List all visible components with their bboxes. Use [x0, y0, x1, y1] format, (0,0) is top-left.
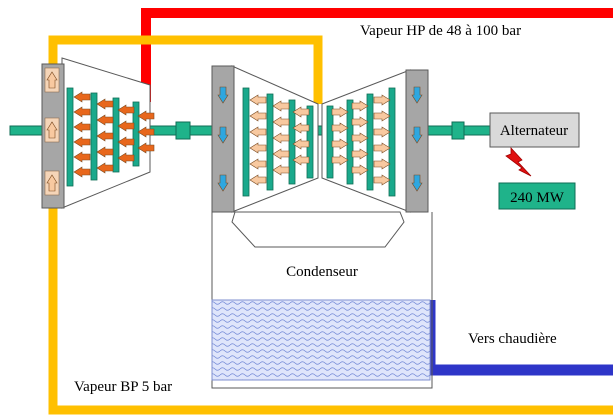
hp-steam-arrow: [137, 126, 155, 138]
lp-exhaust-arrow: [411, 86, 423, 104]
hp-turbine-blades: [44, 67, 155, 196]
condenser-water: [211, 299, 431, 381]
hp-blade: [132, 101, 140, 167]
hp-steam-arrow: [96, 146, 114, 158]
hp-steam-arrow: [96, 130, 114, 142]
lp-steam-arrow: [272, 148, 290, 160]
to-boiler-label: Vers chaudière: [468, 331, 557, 347]
lp-steam-arrow: [351, 148, 369, 160]
lp-blade: [366, 93, 374, 191]
hp-steam-arrow: [137, 110, 155, 122]
hp-inlet-arrow: [46, 174, 58, 192]
lp-steam-arrow: [373, 142, 391, 154]
hp-blade: [112, 97, 120, 173]
hp-steam-arrow: [117, 136, 135, 148]
alternator-label: Alternateur: [500, 123, 568, 139]
alternator: Alternateur: [489, 112, 580, 148]
power-output-box: [498, 182, 576, 210]
lp-turbine: [211, 65, 429, 213]
hp-steam-arrow: [73, 106, 91, 118]
hp-turbine: [41, 57, 155, 209]
power-output-label: 240 MW: [510, 190, 565, 206]
lp-steam-arrow: [373, 110, 391, 122]
lp-steam-arrow: [249, 142, 267, 154]
lp-exhaust-arrow: [217, 86, 229, 104]
lp-steam-arrow: [331, 122, 349, 134]
lp-steam-arrow: [292, 106, 310, 118]
lp-steam-arrow: [272, 100, 290, 112]
lp-exhaust-arrow: [411, 126, 423, 144]
hp-steam-arrow: [73, 91, 91, 103]
lp-exhaust-arrow: [217, 126, 229, 144]
hp-steam-arrow: [117, 104, 135, 116]
lp-steam-arrow: [331, 106, 349, 118]
lp-turbine-blades: [217, 86, 423, 197]
lp-steam-arrow: [249, 110, 267, 122]
hp-steam-arrow: [117, 152, 135, 164]
lp-steam-arrow: [351, 100, 369, 112]
lp-steam-arrow: [331, 154, 349, 166]
condenser: Condenseur: [211, 211, 433, 389]
lp-steam-arrow: [249, 158, 267, 170]
hp-steam-arrow: [96, 114, 114, 126]
bp-steam-pipe: [48, 35, 613, 415]
condenser-label: Condenseur: [286, 264, 358, 280]
hp-steam-label: Vapeur HP de 48 à 100 bar: [360, 23, 521, 39]
hp-blade: [66, 87, 74, 187]
lp-blade: [346, 99, 354, 185]
lp-steam-arrow: [292, 122, 310, 134]
hp-steam-arrow: [73, 151, 91, 163]
power-output: 240 MW: [498, 182, 576, 210]
lp-blade: [388, 87, 396, 197]
hp-steam-pipe: [141, 8, 613, 102]
lp-exhaust-arrow: [411, 174, 423, 192]
hp-inlet-arrow: [46, 71, 58, 89]
bp-steam-label: Vapeur BP 5 bar: [74, 379, 172, 395]
hp-steam-arrow: [73, 136, 91, 148]
hp-steam-arrow: [73, 121, 91, 133]
lp-steam-arrow: [331, 138, 349, 150]
lp-blade: [288, 99, 296, 185]
lp-steam-arrow: [292, 154, 310, 166]
lp-steam-arrow: [272, 116, 290, 128]
hp-blade: [90, 92, 98, 181]
lightning-icon: [505, 146, 532, 177]
lp-steam-arrow: [351, 132, 369, 144]
hp-steam-arrow: [96, 162, 114, 174]
hp-steam-arrow: [117, 120, 135, 132]
lp-blade: [266, 93, 274, 191]
lp-steam-arrow: [249, 94, 267, 106]
hp-steam-arrow: [137, 142, 155, 154]
lp-steam-arrow: [249, 126, 267, 138]
alternator-box: [489, 112, 580, 148]
lp-steam-arrow: [373, 126, 391, 138]
hp-steam-arrow: [73, 166, 91, 178]
hp-steam-arrow: [96, 98, 114, 110]
lp-steam-arrow: [373, 94, 391, 106]
lp-steam-arrow: [249, 174, 267, 186]
lp-steam-arrow: [292, 138, 310, 150]
lp-exhaust-arrow: [217, 174, 229, 192]
lp-steam-arrow: [373, 158, 391, 170]
lp-steam-arrow: [272, 132, 290, 144]
lp-blade: [242, 87, 250, 197]
lp-steam-arrow: [351, 164, 369, 176]
lp-steam-arrow: [272, 164, 290, 176]
lp-steam-arrow: [373, 174, 391, 186]
hp-inlet-arrow: [46, 121, 58, 139]
lp-steam-arrow: [351, 116, 369, 128]
